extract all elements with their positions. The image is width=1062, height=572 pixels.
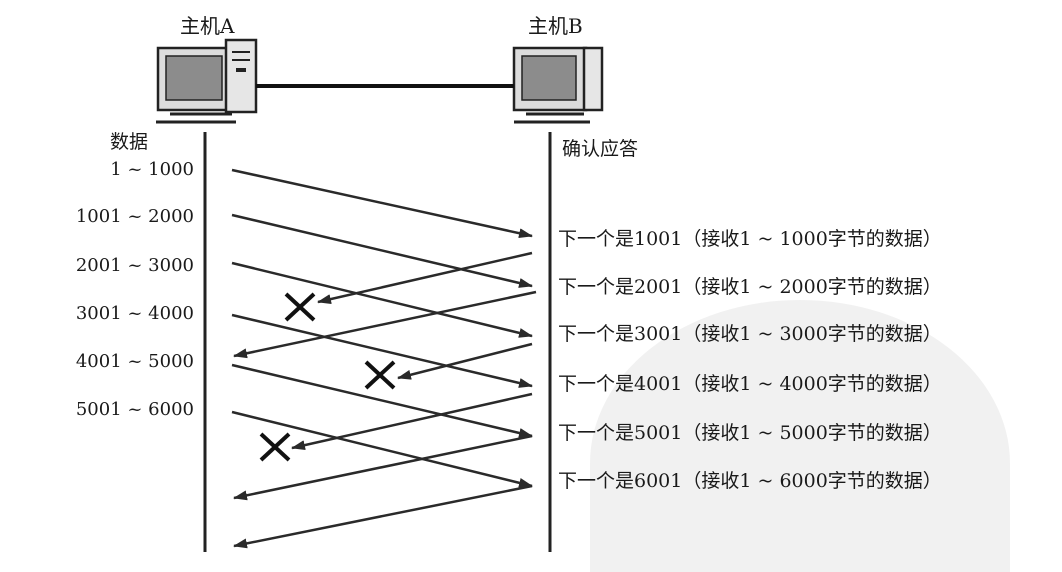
segment-arrow-6 xyxy=(231,410,533,488)
segment-label-3: 2001 ~ 3000 xyxy=(75,255,194,276)
background-watermark xyxy=(590,300,1010,572)
lost-ack-x-icon xyxy=(364,360,396,390)
segment-arrow-1 xyxy=(231,168,533,239)
ack-label-1: 下一个是1001（接收1 ~ 1000字节的数据） xyxy=(558,228,942,250)
ack-arrow-1-lost xyxy=(317,251,533,304)
lost-ack-x-icon xyxy=(259,432,291,462)
ack-arrow-4-lost xyxy=(291,392,533,451)
ack-arrow-5 xyxy=(233,434,533,501)
segment-label-6: 5001 ~ 6000 xyxy=(75,399,194,420)
host-a-label: 主机A xyxy=(180,14,235,38)
ack-arrow-3-lost xyxy=(397,342,533,380)
segment-label-5: 4001 ~ 5000 xyxy=(75,351,194,372)
ack-label-5: 下一个是5001（接收1 ~ 5000字节的数据） xyxy=(558,422,942,444)
data-header: 数据 xyxy=(110,131,149,153)
host-b-label: 主机B xyxy=(528,14,583,38)
segment-label-1: 1 ~ 1000 xyxy=(110,159,194,180)
segment-arrow-5 xyxy=(231,363,533,438)
segment-label-2: 1001 ~ 2000 xyxy=(75,206,194,227)
segment-arrow-4 xyxy=(231,313,533,388)
ack-label-4: 下一个是4001（接收1 ~ 4000字节的数据） xyxy=(558,373,942,395)
lost-ack-x-icon xyxy=(284,292,316,322)
ack-arrow-6 xyxy=(233,484,533,549)
host-a-computer-icon xyxy=(156,38,258,124)
segment-label-4: 3001 ~ 4000 xyxy=(75,303,194,324)
host-b-computer-icon xyxy=(512,46,604,124)
segment-arrow-3 xyxy=(231,261,533,338)
segment-arrow-2 xyxy=(231,213,533,288)
ack-label-6: 下一个是6001（接收1 ~ 6000字节的数据） xyxy=(558,470,942,492)
ack-label-3: 下一个是3001（接收1 ~ 3000字节的数据） xyxy=(558,323,942,345)
ack-header: 确认应答 xyxy=(562,138,639,160)
ack-label-2: 下一个是2001（接收1 ~ 2000字节的数据） xyxy=(558,276,942,298)
ack-arrow-2 xyxy=(233,290,537,359)
